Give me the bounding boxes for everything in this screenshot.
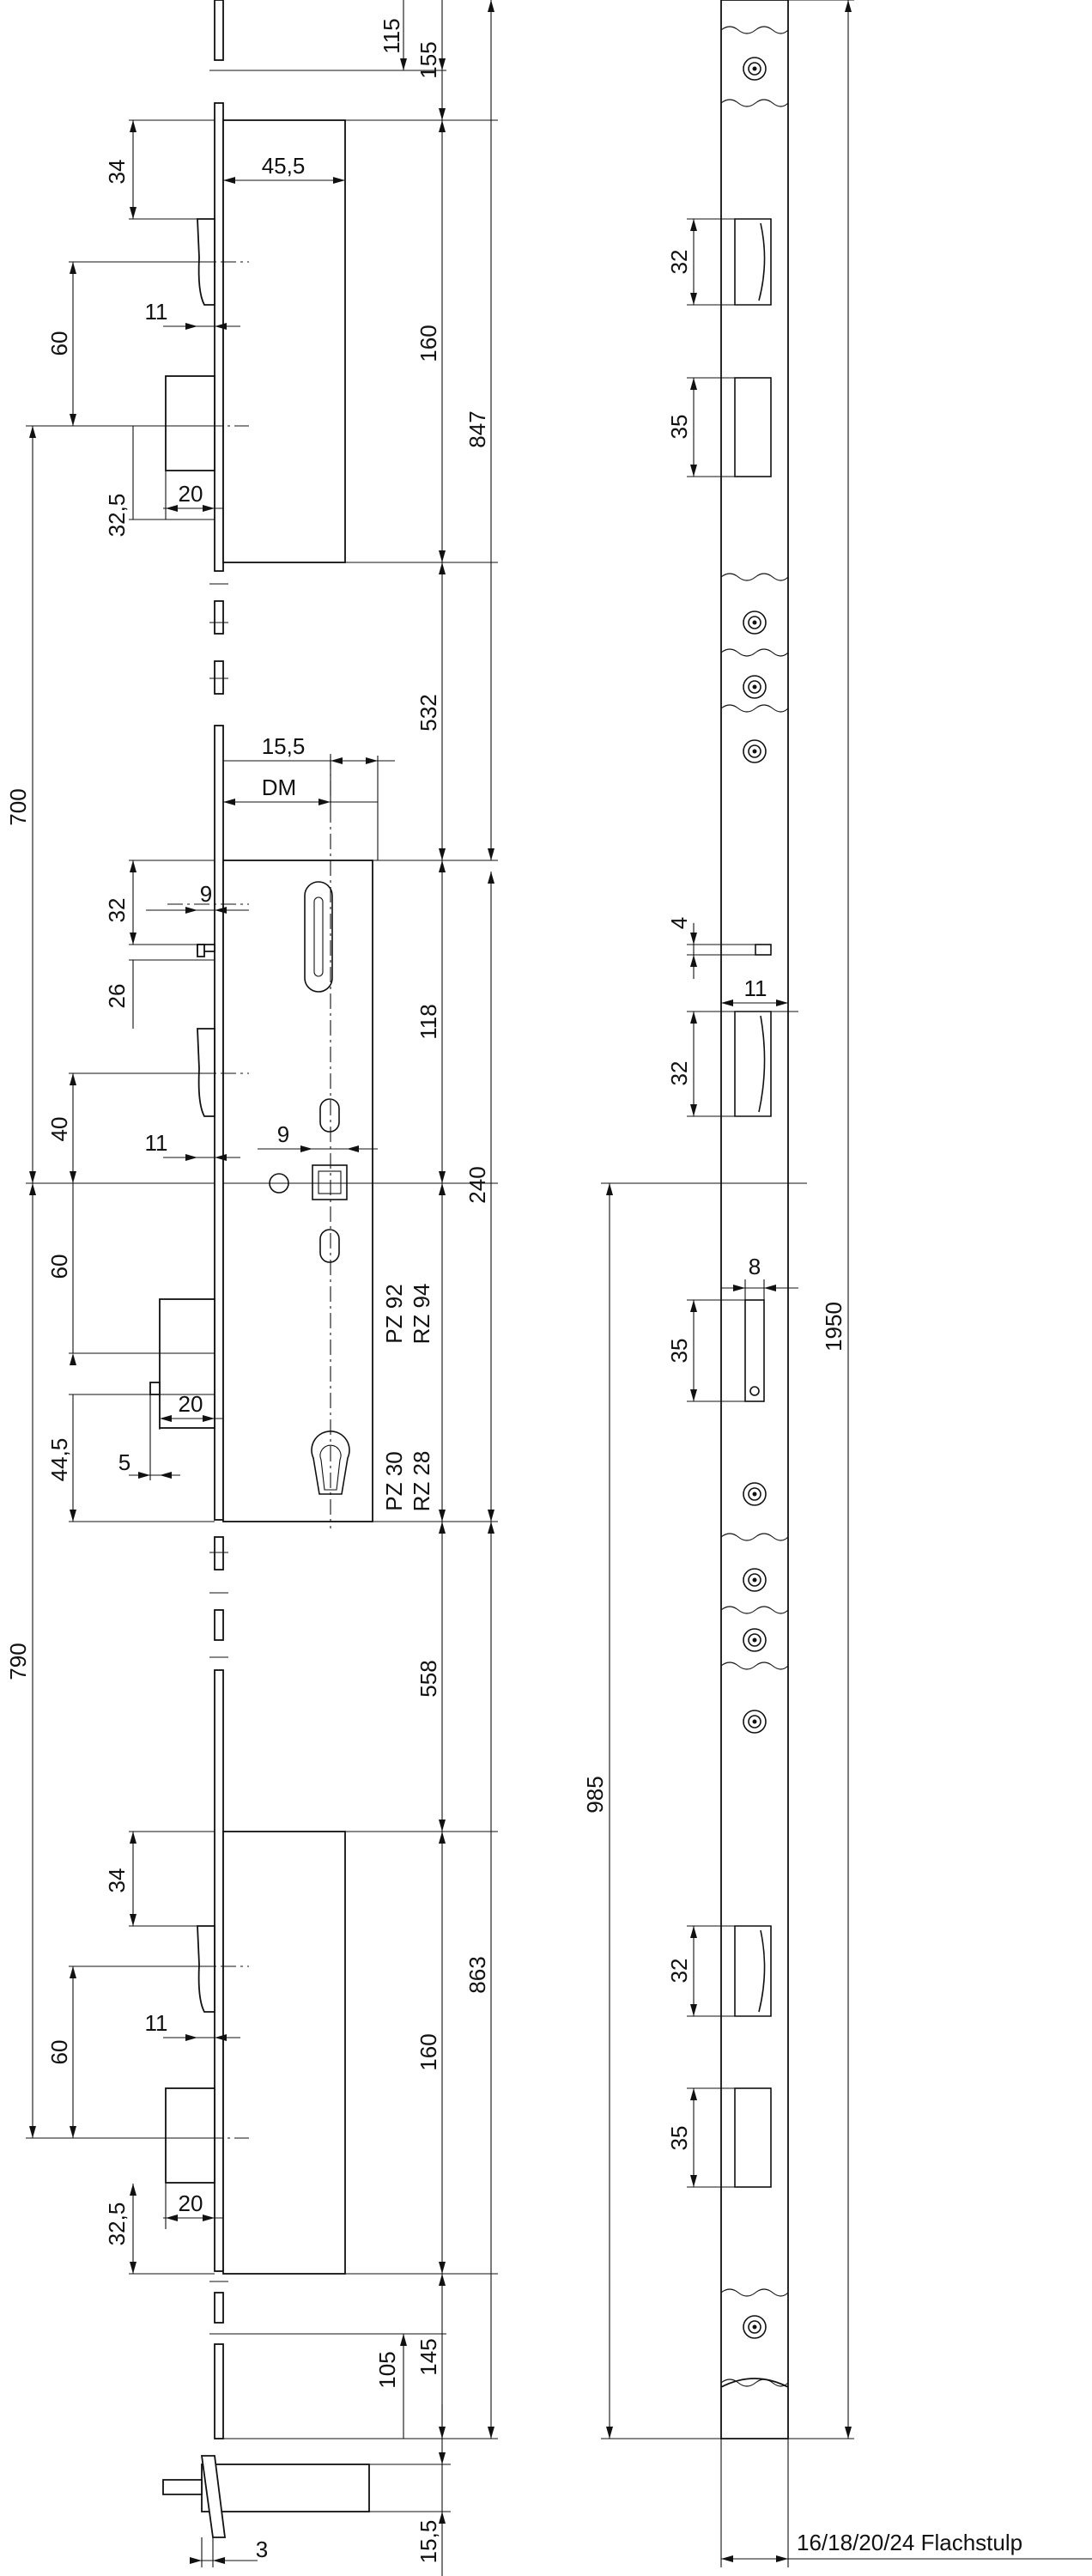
dim-32-5-top: 32,5 <box>104 494 130 538</box>
dim-32-c: 32 <box>666 1959 692 1984</box>
faceplate-dimension-arrows <box>606 0 852 2562</box>
front-dimension-arrows <box>29 0 494 2564</box>
pz30-label: PZ 30 <box>381 1451 407 1510</box>
dim-3: 3 <box>256 2537 268 2562</box>
dim-9-mid: 9 <box>200 881 212 907</box>
dim-5: 5 <box>118 1449 130 1475</box>
dim-32-5-bottom: 32,5 <box>104 2202 130 2246</box>
dim-32-mid: 32 <box>104 898 130 923</box>
dim-60-bottom: 60 <box>46 2040 72 2065</box>
dim-34-top: 34 <box>104 160 130 185</box>
flachstulp-note: 16/18/20/24 Flachstulp <box>797 2530 1022 2555</box>
dim-15-5: 15,5 <box>262 733 306 759</box>
dim-145: 145 <box>416 2338 441 2375</box>
dim-532: 532 <box>416 694 441 731</box>
dim-44-5: 44,5 <box>46 1438 72 1482</box>
dim-160-top: 160 <box>416 325 441 361</box>
side-detail-view <box>162 2455 370 2538</box>
front-faceplate <box>209 0 228 2439</box>
dim-20-bottom: 20 <box>179 2190 203 2216</box>
dim-240: 240 <box>464 1166 490 1203</box>
dim-32-a: 32 <box>666 250 692 275</box>
front-labels: 115 155 847 34 45,5 60 11 160 32,5 20 53… <box>5 18 490 2563</box>
dim-32-b: 32 <box>666 1061 692 1086</box>
dim-118: 118 <box>416 1004 441 1039</box>
faceplate-openings <box>734 218 772 2188</box>
dim-15-5-side: 15,5 <box>416 2520 441 2564</box>
dim-26: 26 <box>104 984 130 1009</box>
faceplate-dimension-lines <box>601 0 1092 2567</box>
dim-790: 790 <box>5 1643 31 1680</box>
rz94-label: RZ 94 <box>409 1284 434 1345</box>
faceplate-view <box>720 0 789 2439</box>
dim-60-mid: 60 <box>46 1255 72 1279</box>
pz92-label: PZ 92 <box>381 1284 407 1343</box>
dim-160-bottom: 160 <box>416 2033 441 2070</box>
dm-label: DM <box>262 775 296 800</box>
dim-11-plate: 11 <box>744 975 767 1001</box>
rz28-label: RZ 28 <box>409 1451 434 1512</box>
dim-847: 847 <box>464 410 490 447</box>
dim-11-mid: 11 <box>145 1130 168 1156</box>
dim-20-mid: 20 <box>179 1391 203 1417</box>
dim-1950: 1950 <box>821 1302 846 1352</box>
dim-35-c: 35 <box>666 2126 692 2151</box>
dim-985: 985 <box>582 1776 608 1813</box>
dim-35-b: 35 <box>666 1339 692 1364</box>
dim-863: 863 <box>464 1956 490 1993</box>
dim-34-bottom: 34 <box>104 1868 130 1893</box>
dim-40: 40 <box>46 1117 72 1142</box>
dim-4: 4 <box>666 917 692 929</box>
dim-20-top: 20 <box>179 481 203 507</box>
dim-155: 155 <box>416 41 441 78</box>
dim-9-nut: 9 <box>277 1121 289 1147</box>
dim-11-top: 11 <box>145 299 168 325</box>
dim-115: 115 <box>379 18 404 53</box>
dim-35-a: 35 <box>666 415 692 440</box>
dim-11-bottom: 11 <box>145 2010 168 2036</box>
main-lock-case <box>149 754 373 1528</box>
faceplate-labels: 32 35 4 11 32 8 35 32 35 985 1950 16/18/… <box>582 250 1022 2555</box>
dim-45-5: 45,5 <box>262 153 306 179</box>
dim-105: 105 <box>374 2351 400 2388</box>
front-dimension-lines <box>26 0 498 2576</box>
dim-60-top: 60 <box>46 331 72 356</box>
dim-558: 558 <box>416 1660 441 1697</box>
dim-8: 8 <box>749 1254 761 1279</box>
dim-700: 700 <box>5 788 31 825</box>
